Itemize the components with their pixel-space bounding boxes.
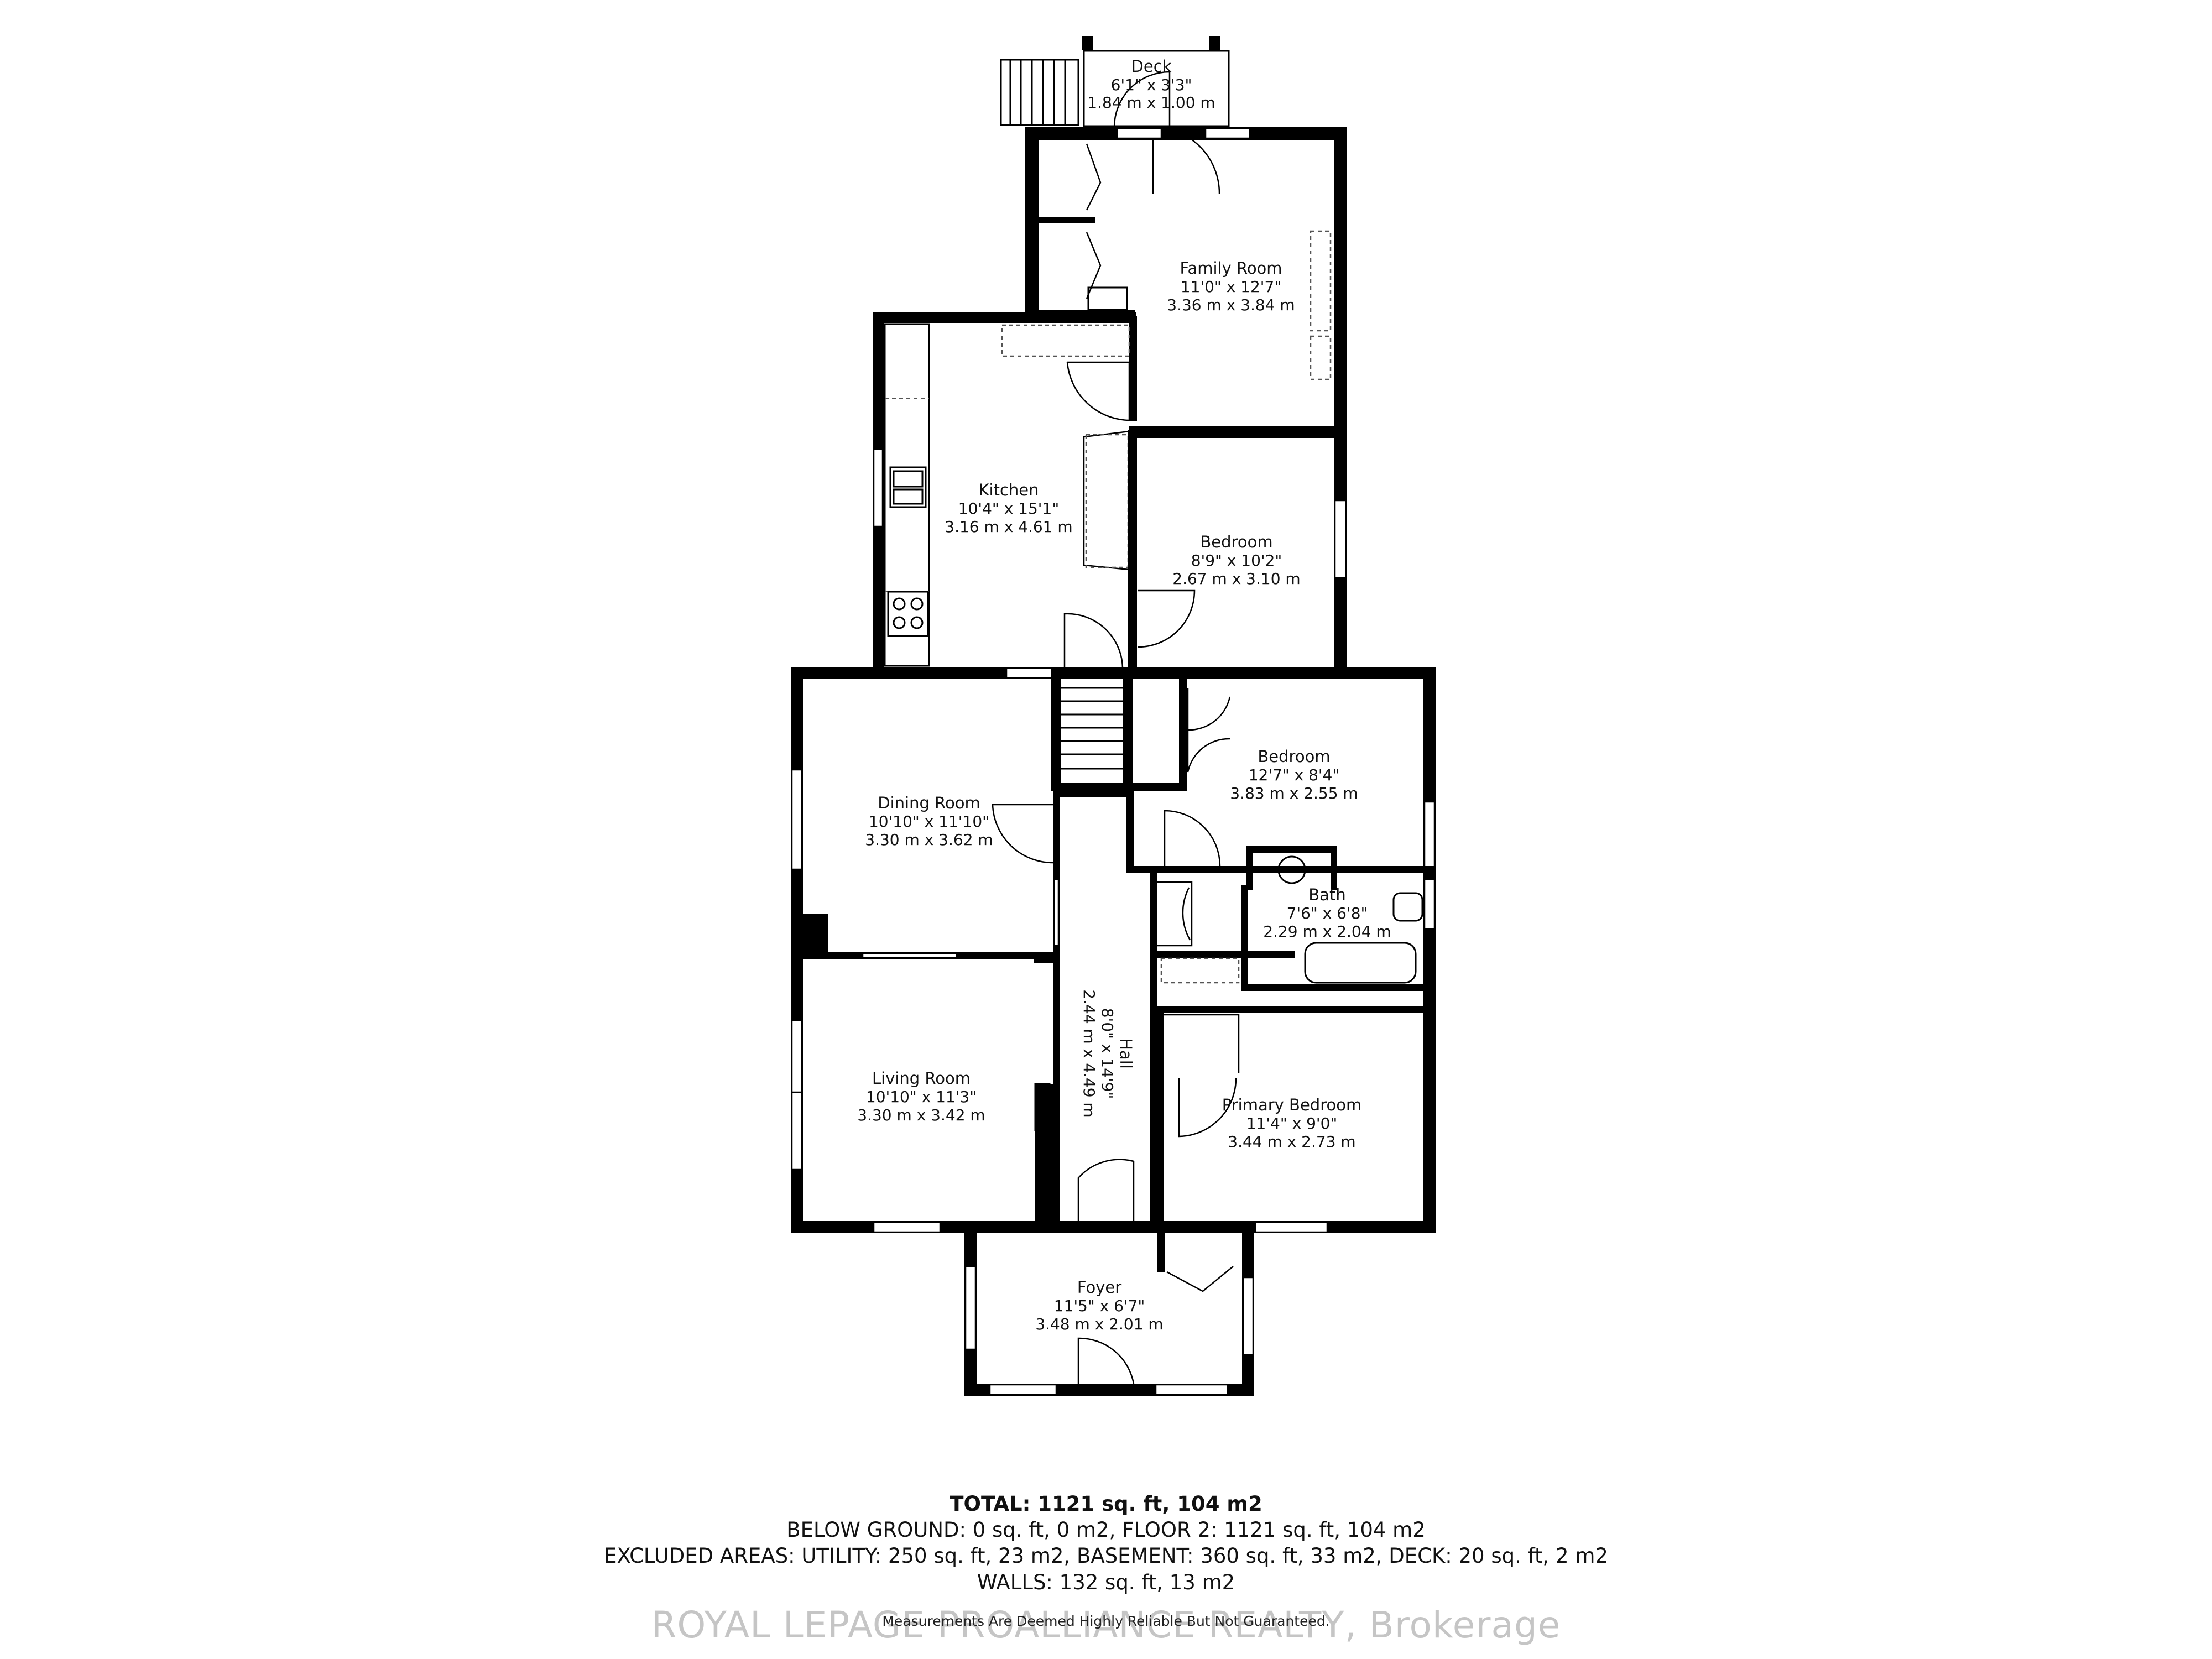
svg-text:2.44 m x 4.49 m: 2.44 m x 4.49 m [1080, 989, 1098, 1117]
label-bedroom-upper: Bedroom 8'9" x 10'2" 2.67 m x 3.10 m [1172, 533, 1300, 588]
room-name: Deck [1131, 57, 1172, 76]
room-name: Dining Room [878, 794, 980, 812]
label-bedroom-lower: Bedroom 12'7" x 8'4" 3.83 m x 2.55 m [1230, 747, 1358, 802]
room-name: Bedroom [1258, 747, 1330, 766]
bath [1157, 846, 1436, 991]
svg-text:11'5" x 6'7": 11'5" x 6'7" [1054, 1297, 1145, 1315]
room-name: Living Room [872, 1069, 971, 1088]
bathtub-icon [1304, 942, 1417, 984]
kitchen [873, 312, 1137, 670]
label-dining-room: Dining Room 10'10" x 11'10" 3.30 m x 3.6… [865, 794, 993, 849]
room-name: Kitchen [979, 481, 1039, 499]
svg-text:3.48 m x 2.01 m: 3.48 m x 2.01 m [1035, 1315, 1163, 1333]
toilet-icon [1392, 892, 1423, 922]
label-family-room: Family Room 11'0" x 12'7" 3.36 m x 3.84 … [1167, 259, 1295, 314]
svg-text:8'9" x 10'2": 8'9" x 10'2" [1191, 551, 1282, 570]
svg-text:8'0" x 14'9": 8'0" x 14'9" [1098, 1008, 1117, 1099]
svg-text:12'7" x 8'4": 12'7" x 8'4" [1249, 766, 1340, 784]
kitchen-sink [889, 466, 927, 508]
brokerage-watermark: ROYAL LEPAGE PROALLIANCE REALTY, Brokera… [651, 1604, 1561, 1646]
svg-text:3.83 m x 2.55 m: 3.83 m x 2.55 m [1230, 784, 1358, 802]
walls-area: WALLS: 132 sq. ft, 13 m2 [977, 1571, 1235, 1594]
deck-outline [1083, 50, 1230, 127]
label-kitchen: Kitchen 10'4" x 15'1" 3.16 m x 4.61 m [945, 481, 1072, 536]
room-name: Hall [1117, 1038, 1135, 1069]
room-name: Foyer [1077, 1278, 1121, 1297]
room-name: Family Room [1180, 259, 1282, 278]
main-block [791, 667, 1436, 1233]
stove-icon [887, 591, 929, 637]
label-primary-bedroom: Primary Bedroom 11'4" x 9'0" 3.44 m x 2.… [1222, 1095, 1361, 1151]
svg-text:3.30 m x 3.62 m: 3.30 m x 3.62 m [865, 831, 993, 849]
svg-text:3.30 m x 3.42 m: 3.30 m x 3.42 m [857, 1106, 985, 1124]
interior-stairs [1051, 669, 1133, 791]
area-breakdown: BELOW GROUND: 0 sq. ft, 0 m2, FLOOR 2: 1… [786, 1518, 1426, 1542]
total-area: TOTAL: 1121 sq. ft, 104 m2 [950, 1492, 1262, 1516]
room-name: Bath [1308, 885, 1345, 904]
svg-text:1.84 m x 1.00 m: 1.84 m x 1.00 m [1087, 93, 1215, 112]
svg-text:10'10" x 11'10": 10'10" x 11'10" [869, 812, 989, 831]
svg-text:10'10" x 11'3": 10'10" x 11'3" [866, 1088, 977, 1106]
living-room [1034, 1083, 1051, 1131]
primary-bedroom [1157, 1006, 1436, 1228]
room-name: Bedroom [1200, 533, 1272, 551]
deck [1000, 36, 1230, 194]
svg-text:3.36 m x 3.84 m: 3.36 m x 3.84 m [1167, 296, 1295, 314]
disclaimer: Measurements Are Deemed Highly Reliable … [882, 1613, 1330, 1629]
family-window-top [1116, 127, 1162, 139]
svg-text:6'1" x 3'3": 6'1" x 3'3" [1111, 76, 1192, 94]
svg-text:3.44 m x 2.73 m: 3.44 m x 2.73 m [1228, 1133, 1355, 1151]
label-foyer: Foyer 11'5" x 6'7" 3.48 m x 2.01 m [1035, 1278, 1163, 1333]
svg-text:2.29 m x 2.04 m: 2.29 m x 2.04 m [1263, 922, 1391, 941]
bedroom-lower [1126, 679, 1436, 873]
excluded-areas: EXCLUDED AREAS: UTILITY: 250 sq. ft, 23 … [604, 1544, 1608, 1568]
svg-text:11'4" x 9'0": 11'4" x 9'0" [1246, 1114, 1338, 1133]
dining-room [803, 791, 1127, 959]
svg-text:10'4" x 15'1": 10'4" x 15'1" [958, 499, 1059, 518]
hall [1034, 873, 1193, 1227]
label-deck: Deck 6'1" x 3'3" 1.84 m x 1.00 m [1087, 57, 1215, 112]
foyer [964, 1221, 1254, 1396]
deck-stairs [1000, 59, 1079, 126]
room-name: Primary Bedroom [1222, 1095, 1361, 1114]
svg-text:7'6" x 6'8": 7'6" x 6'8" [1287, 904, 1368, 922]
bedroom-upper [1129, 428, 1347, 669]
label-living-room: Living Room 10'10" x 11'3" 3.30 m x 3.42… [857, 1069, 985, 1124]
label-hall: Hall 8'0" x 14'9" 2.44 m x 4.49 m [1080, 989, 1135, 1117]
svg-text:2.67 m x 3.10 m: 2.67 m x 3.10 m [1172, 570, 1300, 588]
svg-text:3.16 m x 4.61 m: 3.16 m x 4.61 m [945, 518, 1072, 536]
svg-text:11'0" x 12'7": 11'0" x 12'7" [1181, 278, 1281, 296]
bath-sink-icon [1277, 855, 1306, 884]
label-bath: Bath 7'6" x 6'8" 2.29 m x 2.04 m [1263, 885, 1391, 941]
